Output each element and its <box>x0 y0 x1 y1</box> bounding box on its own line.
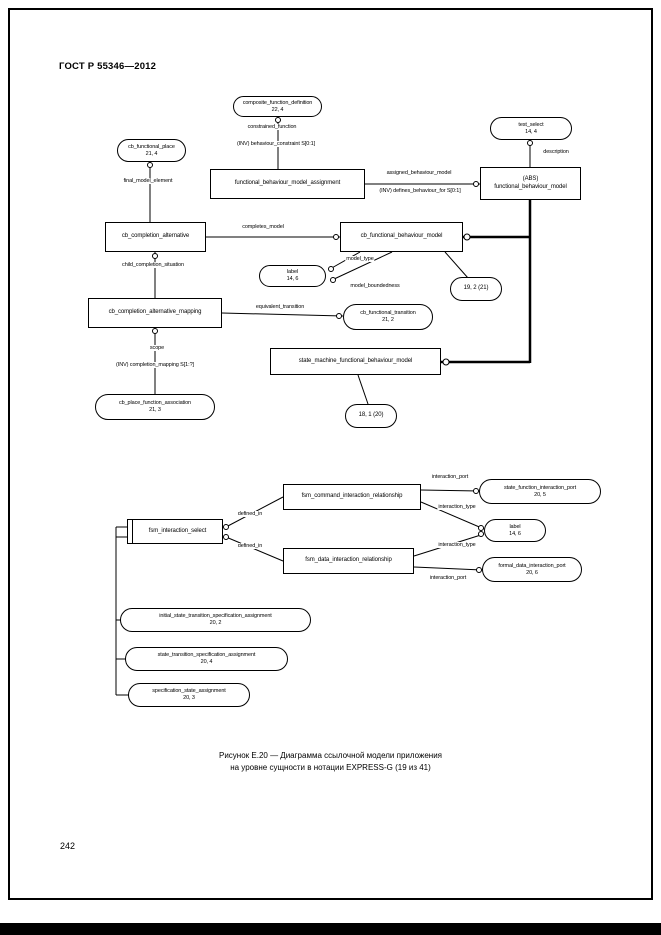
edge-label-interaction-port-command: interaction_port <box>430 474 470 480</box>
type-oval-state-function-interaction-port: state_function_interaction_port 20, 5 <box>479 479 601 504</box>
edge-label-interaction-type-command: interaction_type <box>437 504 477 510</box>
type-oval-specification-state-assignment: specification_state_assignment 20, 3 <box>128 683 250 707</box>
entity-cb-completion-alternative: cb_completion_alternative <box>105 222 206 252</box>
type-name: cb_functional_place <box>128 143 175 150</box>
type-name: state_transition_specification_assignmen… <box>157 652 256 659</box>
standard-designation: ГОСТ Р 55346—2012 <box>59 61 157 72</box>
edge-label-constrained-function: constrained_function <box>246 124 298 130</box>
type-oval-cb-place-function-association: cb_place_function_association 21, 3 <box>95 394 215 420</box>
edge-label-inv-defines-behaviour-for: (INV) defines_behaviour_for S[0:1] <box>378 188 462 194</box>
edge-label-interaction-type-data: interaction_type <box>437 542 477 548</box>
edge-label-model-boundedness: model_boundedness <box>349 283 401 289</box>
entity-name: functional_behaviour_model <box>494 183 567 190</box>
figure-caption-line1: Рисунок Е.20 — Диаграмма ссылочной модел… <box>219 751 442 760</box>
type-page-ref: 21, 2 <box>382 317 394 323</box>
type-name: label <box>509 523 521 530</box>
type-oval-label-top: label 14, 6 <box>259 265 326 287</box>
page-ref-text: 18, 1 (20) <box>358 412 384 419</box>
entity-name: fsm_command_interaction_relationship <box>301 493 403 500</box>
page-border-frame <box>8 8 653 900</box>
type-name: label <box>286 269 299 276</box>
type-name: formal_data_interaction_port <box>498 562 566 569</box>
entity-name: state_machine_functional_behaviour_model <box>298 357 413 364</box>
type-name: composite_function_definition <box>242 99 313 106</box>
type-oval-cb-functional-transition: cb_functional_transition 21, 2 <box>343 304 433 330</box>
edge-label-defined-in-command: defined_in <box>236 511 264 517</box>
edge-label-inv-completion-mapping: (INV) completion_mapping S[1:?] <box>115 362 195 368</box>
entity-stereotype: (ABS) <box>522 176 539 182</box>
entity-name: functional_behaviour_model_assignment <box>234 180 341 187</box>
type-page-ref: 22, 4 <box>271 106 284 113</box>
entity-state-machine-functional-behaviour-model: state_machine_functional_behaviour_model <box>270 348 441 375</box>
type-name: cb_place_function_association <box>118 400 191 407</box>
type-page-ref: 20, 2 <box>209 620 222 626</box>
figure-caption-line2: на уровне сущности в нотации EXPRESS-G (… <box>230 763 431 773</box>
type-page-ref: 14, 6 <box>286 276 299 282</box>
type-page-ref: 20, 4 <box>200 659 213 665</box>
entity-name: cb_completion_alternative <box>121 233 190 240</box>
type-name: specification_state_assignment <box>152 688 226 695</box>
entity-fsm-interaction-select: fsm_interaction_select <box>127 519 223 544</box>
page-ref-oval-19-2-21: 19, 2 (21) <box>450 277 502 301</box>
type-name: initial_state_transition_specification_a… <box>159 613 272 620</box>
edge-label-completes-model: completes_model <box>241 224 285 230</box>
entity-name: fsm_interaction_select <box>148 527 207 534</box>
type-name: cb_functional_transition <box>360 310 416 317</box>
edge-label-model-type: model_type <box>345 256 375 262</box>
entity-fsm-command-interaction-relationship: fsm_command_interaction_relationship <box>283 484 421 510</box>
type-oval-label-bottom: label 14, 6 <box>484 519 546 542</box>
edge-label-final-model-element: final_model_element <box>122 178 174 184</box>
entity-fsm-data-interaction-relationship: fsm_data_interaction_relationship <box>283 548 414 574</box>
page-ref-text: 19, 2 (21) <box>463 285 489 292</box>
type-oval-cb-functional-place: cb_functional_place 21, 4 <box>117 139 186 162</box>
entity-name: cb_functional_behaviour_model <box>360 233 443 240</box>
edge-label-inv-behaviour-constraint: (INV) behaviour_constraint S[0:1] <box>235 141 317 147</box>
entity-cb-completion-alternative-mapping: cb_completion_alternative_mapping <box>88 298 222 328</box>
type-oval-test-select: test_select 14, 4 <box>490 117 572 140</box>
entity-cb-functional-behaviour-model: cb_functional_behaviour_model <box>340 222 463 252</box>
type-oval-state-transition-specification-assignment: state_transition_specification_assignmen… <box>125 647 288 671</box>
type-oval-formal-data-interaction-port: formal_data_interaction_port 20, 6 <box>482 557 582 582</box>
entity-abs-functional-behaviour-model: (ABS) functional_behaviour_model <box>480 167 581 200</box>
type-oval-initial-state-transition-specification-assignment: initial_state_transition_specification_a… <box>120 608 311 632</box>
type-page-ref: 14, 6 <box>509 530 521 537</box>
entity-name: fsm_data_interaction_relationship <box>305 557 392 564</box>
edge-label-interaction-port-data: interaction_port <box>428 575 468 581</box>
edge-label-description: description <box>542 149 570 155</box>
edge-label-scope: scope <box>148 345 166 351</box>
type-page-ref: 20, 3 <box>183 695 195 701</box>
type-oval-composite-function-definition: composite_function_definition 22, 4 <box>233 96 322 117</box>
entity-name: cb_completion_alternative_mapping <box>108 309 202 316</box>
edge-label-child-completion-situation: child_completion_situation <box>121 262 185 268</box>
edge-label-defined-in-data: defined_in <box>236 543 264 549</box>
page-number: 242 <box>60 841 76 851</box>
scan-edge-bar <box>0 923 661 935</box>
figure-caption: Рисунок Е.20 — Диаграмма ссылочной модел… <box>0 750 661 775</box>
edge-label-equivalent-transition: equivalent_transition <box>254 304 306 310</box>
edge-label-assigned-behaviour-model: assigned_behaviour_model <box>385 170 453 176</box>
type-page-ref: 21, 3 <box>149 407 161 413</box>
select-type-bar <box>132 520 133 543</box>
type-name: state_function_interaction_port <box>503 484 577 491</box>
type-name: test_select <box>518 121 544 128</box>
page-ref-oval-18-1-20: 18, 1 (20) <box>345 404 397 428</box>
type-page-ref: 20, 6 <box>526 569 538 576</box>
type-page-ref: 20, 5 <box>534 491 546 498</box>
type-page-ref: 21, 4 <box>145 150 158 157</box>
type-page-ref: 14, 4 <box>525 128 537 135</box>
entity-functional-behaviour-model-assignment: functional_behaviour_model_assignment <box>210 169 365 199</box>
